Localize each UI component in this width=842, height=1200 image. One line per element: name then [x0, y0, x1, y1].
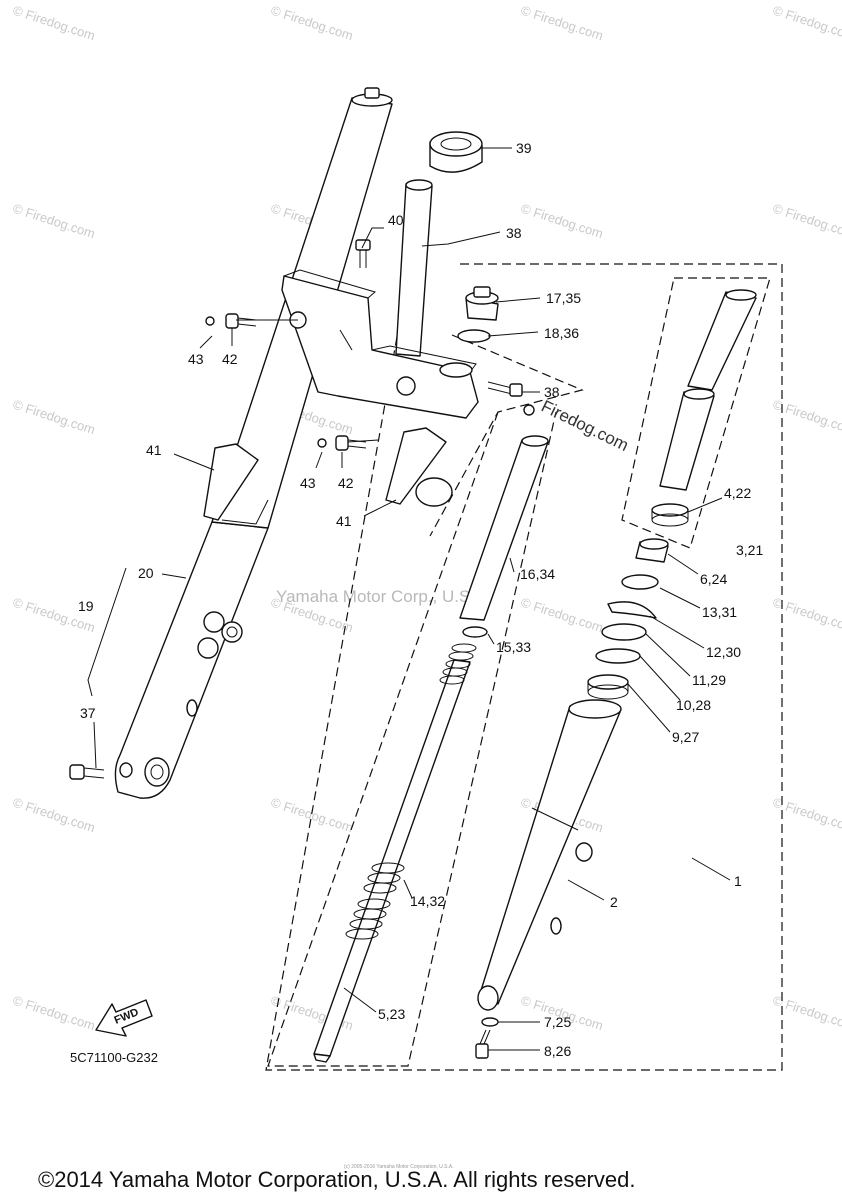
dust-seal	[621, 574, 659, 590]
label-7-25: 7,25	[544, 1014, 571, 1030]
center-watermark: Yamaha Motor Corp., U.S.A.	[276, 587, 491, 606]
watermark-text: © Firedog.com	[771, 397, 842, 438]
outer-tube-left	[114, 469, 269, 799]
label-42a: 42	[222, 351, 238, 367]
watermark-text: © Firedog.com	[519, 595, 605, 636]
washer-bolt-lower	[317, 435, 367, 451]
label-17-35: 17,35	[546, 290, 581, 306]
watermark-text: © Firedog.com	[11, 993, 97, 1034]
damper-rod	[313, 659, 471, 1063]
copyright-notice: ©2014 Yamaha Motor Corporation, U.S.A. A…	[38, 1167, 635, 1192]
label-41a: 41	[146, 442, 162, 458]
o-ring	[457, 329, 491, 343]
watermark-text: © Firedog.com	[771, 3, 842, 44]
label-41b: 41	[336, 513, 352, 529]
spring-upper	[439, 643, 477, 685]
tiny-notice: (c) 2005-2016 Yamaha Motor Corporation, …	[344, 1164, 454, 1170]
watermark-grid: © Firedog.com © Firedog.com © Firedog.co…	[11, 3, 842, 1034]
washer-bolt-upper	[205, 313, 257, 329]
watermark-text: © Firedog.com	[519, 201, 605, 242]
label-18-36: 18,36	[544, 325, 579, 341]
watermark-text: © Firedog.com	[771, 201, 842, 242]
slide-metal-9	[587, 674, 629, 700]
label-13-31: 13,31	[702, 604, 737, 620]
label-20: 20	[138, 565, 154, 581]
label-4-22: 4,22	[724, 485, 751, 501]
spring-seat	[462, 626, 488, 638]
washer	[523, 404, 535, 416]
label-43a: 43	[188, 351, 204, 367]
fwd-arrow-icon: FWD	[95, 999, 153, 1037]
inner-tube-3	[659, 289, 757, 491]
label-19: 19	[78, 598, 94, 614]
leader-lines	[87, 147, 731, 1051]
inner-tube-group-outline	[267, 411, 557, 1067]
spring-lower	[345, 862, 405, 940]
circlip	[607, 601, 657, 619]
label-15-33: 15,33	[496, 639, 531, 655]
copper-washer	[481, 1017, 499, 1027]
fork-guard-right	[385, 427, 453, 507]
label-6-24: 6,24	[700, 571, 727, 587]
part-labels: 39 40 38 17,35 18,36 38 43 42 43 42 41 4…	[78, 140, 763, 1059]
firedog-stamp: Firedog.com	[538, 397, 631, 455]
cap-group-outline	[429, 334, 584, 537]
label-37: 37	[80, 705, 96, 721]
label-38b: 38	[544, 384, 560, 400]
label-12-30: 12,30	[706, 644, 741, 660]
slide-metal-6	[635, 538, 669, 563]
outer-tube-right	[477, 699, 622, 1011]
label-14-32: 14,32	[410, 893, 445, 909]
drain-bolt	[475, 1029, 491, 1059]
assembly-1-outline	[265, 263, 783, 1071]
label-2: 2	[610, 894, 618, 910]
diagram-code: 5C71100-G232	[70, 1050, 158, 1065]
label-8-26: 8,26	[544, 1043, 571, 1059]
oil-seal	[601, 623, 647, 641]
label-9-27: 9,27	[672, 729, 699, 745]
bearing-39	[429, 131, 483, 173]
under-bracket	[281, 269, 479, 419]
assembly-3-outline	[621, 277, 771, 549]
label-5-23: 5,23	[378, 1006, 405, 1022]
label-40: 40	[388, 212, 404, 228]
washer-seal	[595, 648, 641, 664]
fork-guard-left	[203, 443, 269, 525]
label-39: 39	[516, 140, 532, 156]
bolt-38	[487, 381, 523, 397]
bolt-40	[355, 239, 371, 268]
label-10-28: 10,28	[676, 697, 711, 713]
watermark-text: © Firedog.com	[269, 3, 355, 44]
label-42b: 42	[338, 475, 354, 491]
watermark-text: © Firedog.com	[519, 3, 605, 44]
steering-stem-shaft	[395, 179, 433, 357]
label-11-29: 11,29	[692, 672, 726, 688]
watermark-text: © Firedog.com	[11, 795, 97, 836]
label-1: 1	[734, 873, 742, 889]
watermark-text: © Firedog.com	[269, 795, 355, 836]
watermark-text: © Firedog.com	[11, 201, 97, 242]
label-3-21: 3,21	[736, 542, 763, 558]
slide-metal	[651, 503, 689, 527]
label-16-34: 16,34	[520, 566, 555, 582]
label-43b: 43	[300, 475, 316, 491]
watermark-text: © Firedog.com	[11, 397, 97, 438]
label-38a: 38	[506, 225, 522, 241]
cap-bolt	[465, 286, 499, 321]
inner-fork-tube	[459, 435, 549, 621]
watermark-text: © Firedog.com	[11, 3, 97, 44]
pinch-bolt	[69, 764, 105, 780]
